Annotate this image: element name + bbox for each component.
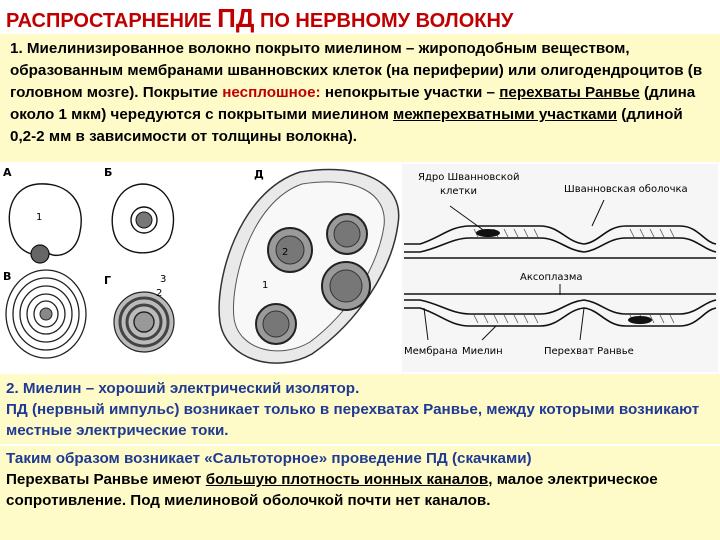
para1-text-4: (длиной 0,2-2 мм в зависимости от толщин… (10, 106, 683, 145)
panel-a-num-1: 1 (36, 212, 42, 223)
para1-nodes-ranvier: перехваты Ранвье (499, 84, 640, 101)
panel-d-num-2: 2 (282, 247, 288, 258)
label-myelin: Миелин (462, 346, 503, 357)
panel-g-num-2: 2 (156, 288, 162, 299)
para2-separator (0, 444, 720, 446)
panel-g-label: Г (104, 274, 111, 287)
panel-a-label: А (3, 166, 12, 179)
pointer-membrane (423, 307, 429, 341)
paragraph-saltatory: 2. Миелин – хороший электрический изолят… (0, 374, 720, 540)
panel-g-myelin (113, 291, 175, 353)
para2-line-channels: Перехваты Ранвье имеют большую плотность… (6, 471, 658, 509)
panel-b-axon (135, 211, 153, 229)
paragraph-myelinated-fiber: 1. Миелинизированное волокно покрыто мие… (0, 34, 720, 162)
myelination-diagram: А 1 Б В Г 3 2 Д (3, 164, 718, 372)
label-axoplasm: Аксоплазма (520, 272, 583, 283)
panel-v-axon (39, 307, 53, 321)
schwann-nucleus-top (476, 229, 500, 237)
para1-text-1: 1. Миелинизированное волокно покрыто мие… (10, 40, 703, 101)
label-schwann-nucleus-2: клетки (440, 186, 477, 197)
panel-a-axon (30, 244, 50, 264)
para2-line-insulator: 2. Миелин – хороший электрический изолят… (6, 380, 360, 397)
schwann-nucleus-bottom (628, 316, 652, 324)
para2-line-saltatory: Таким образом возникает «Сальтоторное» п… (6, 450, 532, 467)
panel-a-cell (8, 183, 82, 257)
panel-d-bundle (218, 168, 400, 364)
label-node-ranvier: Перехват Ранвье (544, 346, 634, 357)
myelination-figure: А 1 Б В Г 3 2 Д (0, 162, 720, 374)
label-schwann-nucleus-1: Ядро Шванновской (418, 172, 519, 183)
para1-text-3: (длина около 1 мкм) чередуются с покрыты… (10, 84, 696, 123)
panel-b-cell (111, 183, 175, 254)
panel-d-num-1: 1 (262, 280, 268, 291)
slide-title: РАСПРОСТАРНЕНИЕ ПД ПО НЕРВНОМУ ВОЛОКНУ (6, 3, 514, 33)
panel-g-num-3: 3 (160, 274, 166, 285)
pointer-sheath (591, 199, 605, 227)
fiber-panel-bg (402, 164, 718, 372)
label-membrane: Мембрана (404, 346, 458, 357)
label-schwann-sheath: Шванновская оболочка (564, 184, 688, 195)
panel-d-label: Д (254, 168, 264, 181)
pointer-myelin (481, 325, 497, 341)
para1-internodes: межперехватными участками (393, 106, 618, 123)
panel-b-label: Б (104, 166, 112, 179)
para1-text-2: непокрытые участки – (320, 84, 500, 101)
panel-b-ring (130, 206, 158, 234)
pointer-nucleus (449, 205, 487, 233)
pointer-node (579, 307, 585, 341)
para2-line-ap-nodes: ПД (нервный импульс) возникает только в … (6, 401, 700, 439)
panel-v-label: В (3, 270, 11, 283)
panel-v-spiral (5, 269, 87, 359)
para1-noncontinuous: несплошное: (222, 84, 321, 101)
